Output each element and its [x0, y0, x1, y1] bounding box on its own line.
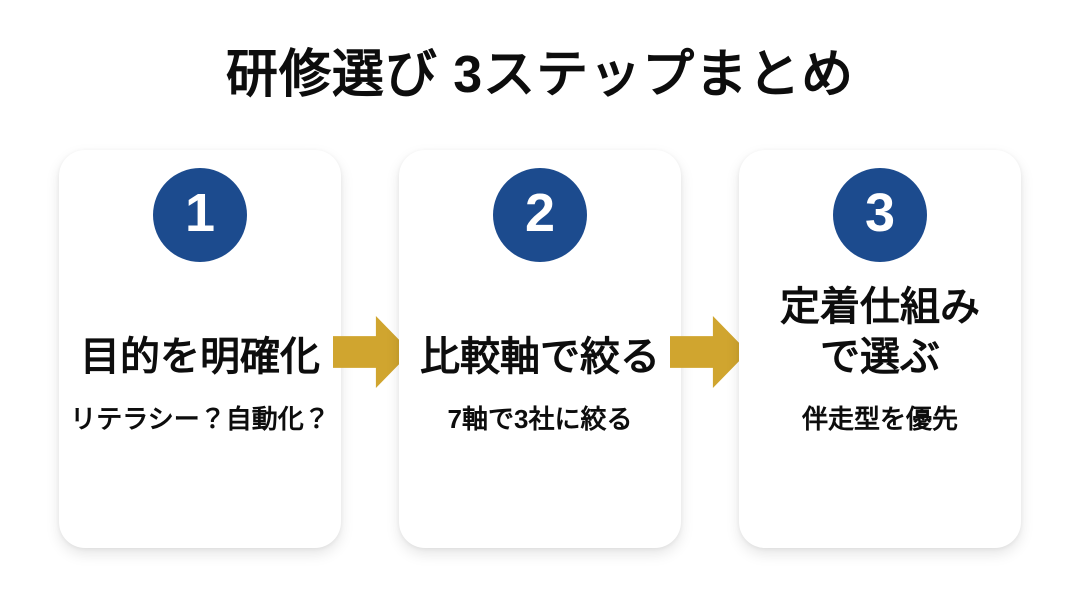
step-3-title-area: 定着仕組み で選ぶ [739, 278, 1021, 382]
step-1-number-badge: 1 [153, 168, 247, 262]
step-2-number-badge: 2 [493, 168, 587, 262]
step-card-1: 1 目的を明確化 リテラシー？自動化？ [59, 150, 341, 548]
step-2-number: 2 [524, 183, 556, 243]
step-2-title-area: 比較軸で絞る [399, 278, 681, 382]
step-3-number-badge: 3 [833, 168, 927, 262]
step-2-title: 比較軸で絞る [420, 335, 660, 379]
step-3-subtitle: 伴走型を優先 [801, 404, 958, 434]
step-3-title: 定着仕組み で選ぶ [780, 285, 980, 379]
page-title: 研修選び 3ステップまとめ [225, 46, 855, 104]
step-2-subtitle: 7軸で3社に絞る [447, 404, 633, 434]
step-1-title: 目的を明確化 [80, 335, 320, 379]
step-1-number: 1 [184, 183, 216, 243]
step-card-2: 2 比較軸で絞る 7軸で3社に絞る [399, 150, 681, 548]
arrow-right-icon [670, 316, 748, 388]
step-1-title-area: 目的を明確化 [59, 278, 341, 382]
step-card-3: 3 定着仕組み で選ぶ 伴走型を優先 [739, 150, 1021, 548]
step-1-subtitle: リテラシー？自動化？ [70, 404, 330, 434]
step-3-number: 3 [864, 183, 896, 243]
